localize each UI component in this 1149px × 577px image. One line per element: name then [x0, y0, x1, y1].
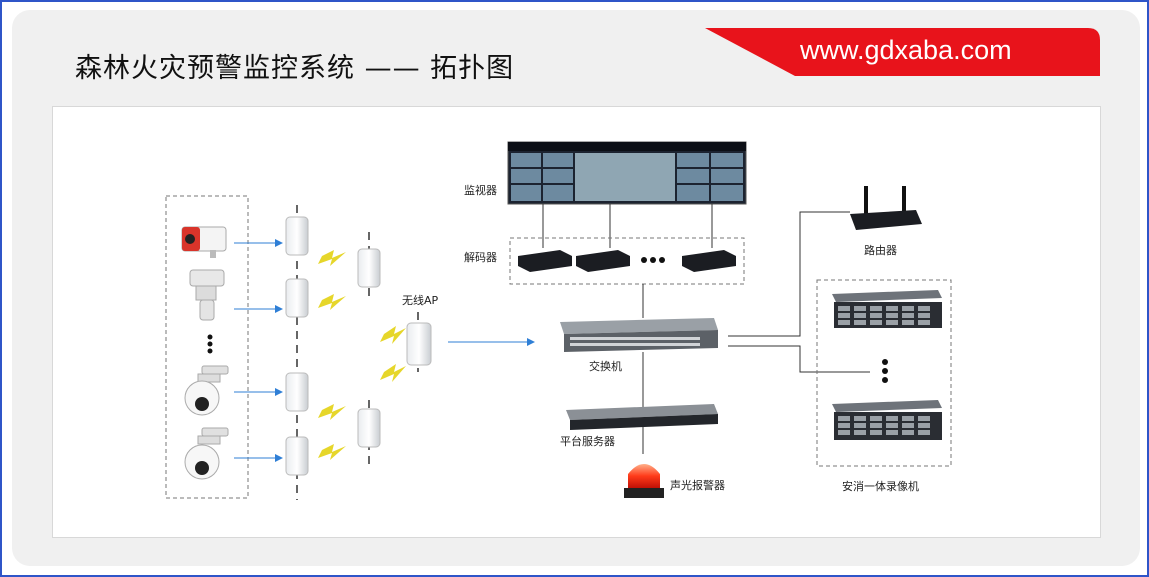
dome-camera-icon [184, 427, 229, 480]
server-icon [566, 404, 718, 430]
bridge-icon [285, 436, 309, 476]
decoder-icon [518, 250, 736, 272]
alarm-label: 声光报警器 [670, 479, 725, 492]
switch-uplinks [728, 211, 870, 373]
platform-server-label: 平台服务器 [560, 435, 615, 448]
decoder-more-dots [641, 257, 665, 263]
wall-decoder-links [542, 204, 713, 248]
ptz-camera-icon [189, 269, 225, 321]
bridge-icon [285, 278, 309, 318]
nvr-more-dots [882, 359, 888, 383]
more-cameras-dots [207, 334, 213, 354]
page-title: 森林火灾预警监控系统 —— 拓扑图 [75, 53, 515, 84]
bridge-icon [357, 408, 381, 448]
video-wall-icon [507, 141, 747, 205]
dome-camera-icon [184, 365, 229, 416]
nvr-icon [832, 400, 942, 440]
monitor-label: 监视器 [464, 184, 497, 197]
nvr-icon [832, 290, 942, 328]
wireless-ap-icon [406, 322, 432, 366]
url-ribbon [705, 28, 1100, 76]
bridge-icon [285, 216, 309, 256]
bullet-camera-icon [181, 226, 227, 258]
bridge-icon [357, 248, 381, 288]
lightning-icon [318, 250, 406, 460]
router-icon [850, 186, 922, 230]
switch-icon [560, 318, 718, 352]
switch-label: 交换机 [589, 360, 622, 373]
alarm-light-icon [624, 464, 664, 498]
camera-group-box [165, 195, 249, 499]
wireless-ap-label: 无线AP [402, 294, 439, 307]
router-label: 路由器 [864, 244, 897, 257]
site-url[interactable]: www.gdxaba.com [800, 35, 1012, 65]
bridge-icon [285, 372, 309, 412]
decoder-label: 解码器 [464, 251, 497, 264]
nvr-label: 安消一体录像机 [842, 480, 919, 493]
nvr-group-box [816, 279, 952, 467]
camera-links [234, 239, 283, 462]
